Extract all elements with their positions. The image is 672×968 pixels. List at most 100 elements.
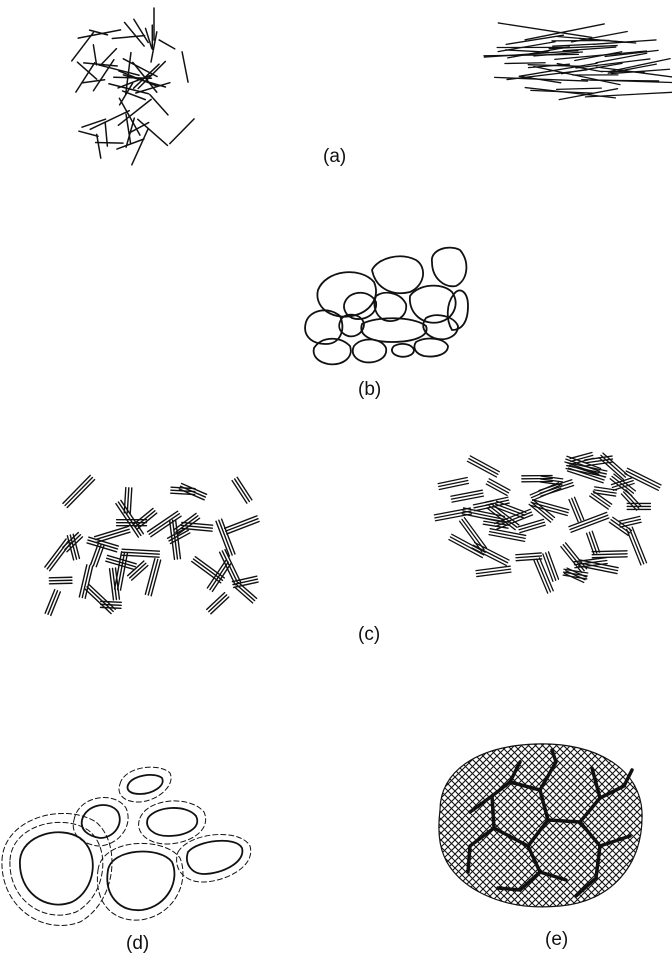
plate-stack-line xyxy=(101,604,121,605)
plate-stack-line xyxy=(624,492,639,508)
flocculated-structure-a xyxy=(72,8,194,165)
plate-stack-line xyxy=(237,585,255,601)
plate-stack-line xyxy=(226,519,258,531)
plate-stack-line xyxy=(591,494,609,507)
platelet-line xyxy=(76,63,95,92)
plate-stack-line xyxy=(101,601,121,602)
platelet-line xyxy=(170,119,194,144)
plate-stack-line xyxy=(451,493,482,499)
aggregated-plates-c-right xyxy=(434,452,661,593)
plate-stack-line xyxy=(149,514,179,535)
plate-stack-line xyxy=(130,488,132,513)
plate-stack-line xyxy=(209,595,227,612)
platelet-line xyxy=(125,22,145,46)
platelet-line xyxy=(528,65,580,67)
label-b: (b) xyxy=(358,380,381,399)
plate-stack-line xyxy=(516,556,542,558)
plate-stack-line xyxy=(621,494,636,510)
plate-stack-line xyxy=(207,593,225,610)
platelet-line xyxy=(553,44,595,46)
label-a: (a) xyxy=(323,147,346,166)
platelet-line xyxy=(159,40,175,49)
plate-stack-line xyxy=(210,562,228,590)
plate-stack-line xyxy=(632,527,646,563)
plate-stack-line xyxy=(439,483,468,489)
plate-stack-line xyxy=(450,537,483,555)
plate-stack-line xyxy=(222,519,235,554)
aggregated-plates-c-left xyxy=(45,475,259,615)
plate-stack-line xyxy=(124,488,126,513)
plate-stack-line xyxy=(49,577,72,578)
label-c: (c) xyxy=(358,625,380,644)
platelet-line xyxy=(90,111,129,130)
plate-stack-line xyxy=(473,545,507,563)
plate-stack-line xyxy=(628,468,661,485)
plate-stack-line xyxy=(626,471,659,488)
plate-stack-line xyxy=(67,480,94,508)
platelet-line xyxy=(93,45,96,65)
plate-stack-line xyxy=(135,511,155,527)
platelet-line xyxy=(559,89,617,100)
platelet-line xyxy=(182,52,188,82)
plate-stack-line xyxy=(211,597,229,614)
platelet-line xyxy=(78,30,120,38)
plate-stack-line xyxy=(47,541,68,569)
plate-stack-line xyxy=(101,607,121,608)
plate-stack-line xyxy=(469,459,498,475)
plate-stack-line xyxy=(534,560,548,593)
platelet-line xyxy=(505,63,545,64)
platelet-line xyxy=(112,36,144,39)
plate-stack-line xyxy=(489,535,525,542)
plate-stack-line xyxy=(118,502,140,535)
dense-structure-e xyxy=(439,744,642,907)
plate-stack-line xyxy=(225,550,241,583)
plate-stack-line xyxy=(571,518,609,532)
platelet-line xyxy=(576,59,650,68)
plate-stack-line xyxy=(232,481,247,504)
plate-stack-line xyxy=(470,456,499,472)
label-e: (e) xyxy=(545,930,568,949)
plate-stack-line xyxy=(122,549,159,551)
plate-stack-line xyxy=(592,557,627,558)
plate-stack-line xyxy=(590,496,608,509)
plate-stack-line xyxy=(225,516,257,528)
plate-stack-line xyxy=(570,452,592,458)
platelet-line xyxy=(150,95,168,115)
plate-stack-line xyxy=(592,554,627,555)
plate-stack-line xyxy=(438,478,467,484)
platelet-line xyxy=(102,49,117,64)
plate-stack-line xyxy=(627,529,641,565)
platelet-line xyxy=(97,134,101,158)
platelet-line xyxy=(506,35,563,44)
plate-stack-line xyxy=(237,477,252,500)
plate-stack-line xyxy=(467,461,496,477)
platelet-line xyxy=(498,42,555,52)
plate-stack-line xyxy=(629,528,643,564)
aggregates-with-water-films-d xyxy=(2,767,251,925)
plate-stack-line xyxy=(593,491,611,504)
plate-stack-line xyxy=(537,559,551,592)
platelet-line xyxy=(96,142,123,143)
plate-stack-line xyxy=(227,521,259,533)
plate-stack-line xyxy=(609,522,628,535)
plate-stack-line xyxy=(451,490,482,496)
platelet-line xyxy=(557,88,602,89)
plate-stack-line xyxy=(439,480,468,486)
plate-stack-line xyxy=(49,580,72,581)
plate-stack-line xyxy=(132,565,148,580)
granular-aggregates-b xyxy=(305,248,468,365)
plate-stack-line xyxy=(49,583,72,584)
platelet-line xyxy=(534,67,620,85)
dispersed-structure-a xyxy=(484,23,672,100)
platelet-line xyxy=(118,99,151,125)
platelet-line xyxy=(601,71,644,72)
plate-stack-line xyxy=(516,553,542,555)
plate-stack-line xyxy=(63,475,90,503)
plate-stack-line xyxy=(452,496,483,502)
plate-stack-line xyxy=(592,551,627,552)
platelet-line xyxy=(72,32,94,61)
plate-stack-line xyxy=(563,545,584,571)
plate-stack-line xyxy=(235,479,250,502)
